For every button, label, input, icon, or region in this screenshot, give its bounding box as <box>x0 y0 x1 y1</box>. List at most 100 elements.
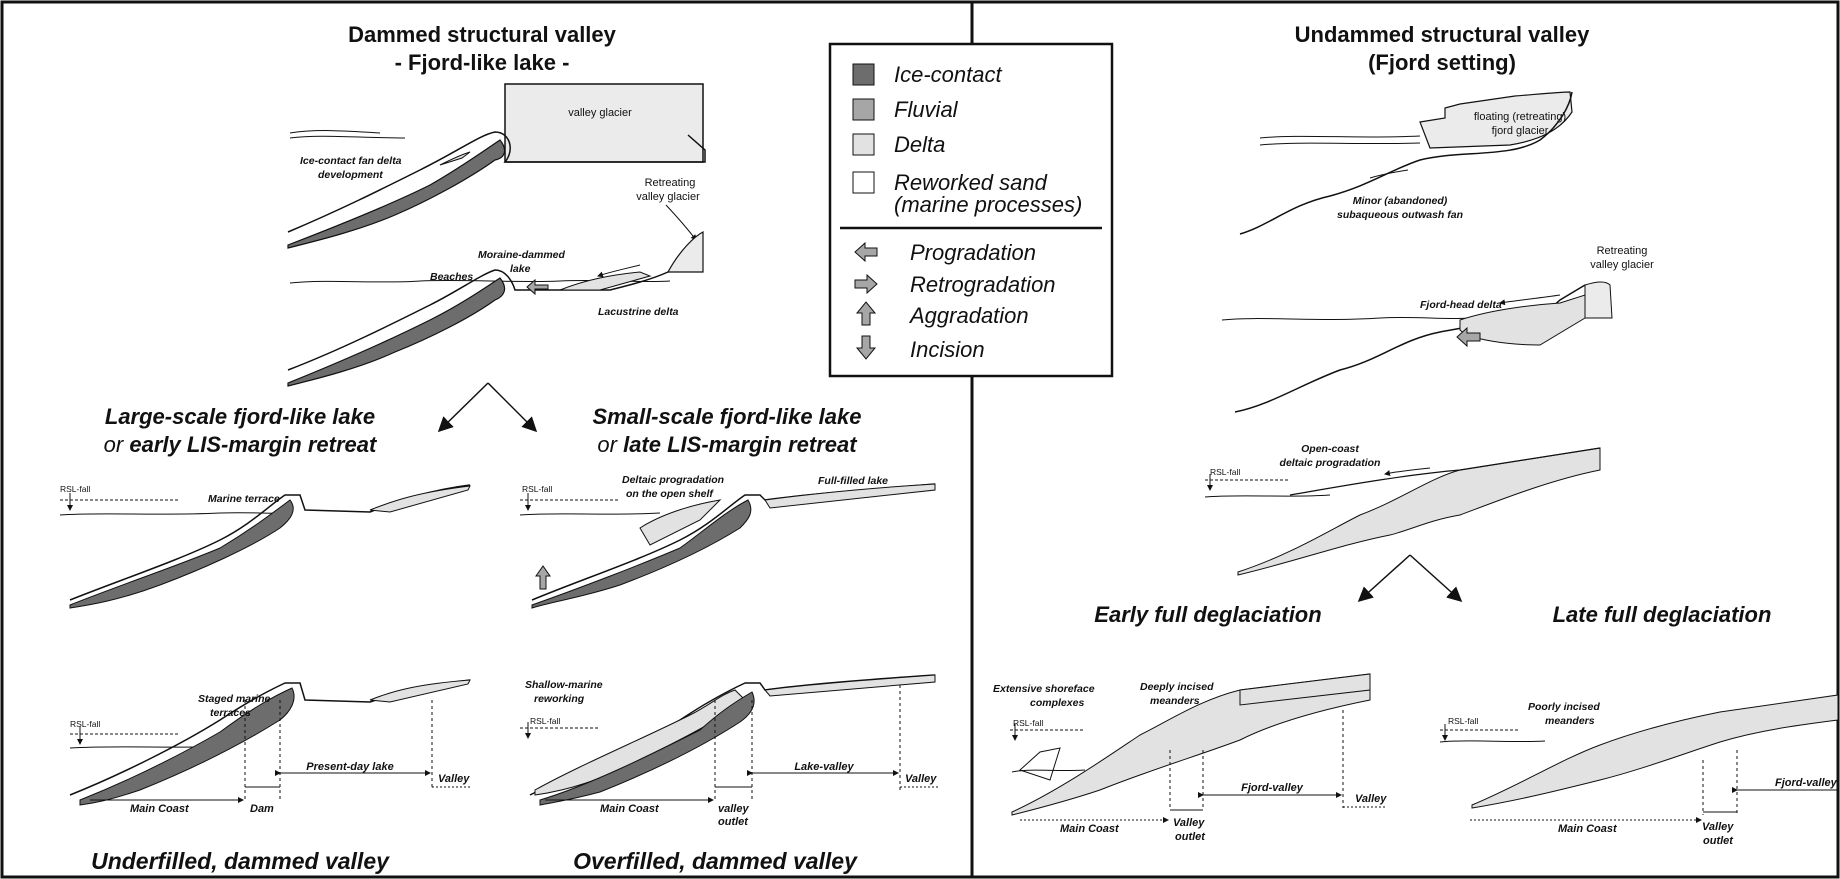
retreating-glacier <box>1584 281 1613 319</box>
label-deeply-1: Deeply incised <box>1140 681 1214 693</box>
legend-ice-contact: Ice-contact <box>894 62 1002 87</box>
legend-aggradation: Aggradation <box>908 303 1029 328</box>
floating-fjord-glacier <box>1419 91 1573 149</box>
branch-left-title-2: or early LIS-margin retreat <box>104 432 378 457</box>
label-open-coast-2: deltaic progradation <box>1280 457 1381 469</box>
label-extensive-2: complexes <box>1030 697 1084 709</box>
label-moraine-1: Moraine-dammed <box>478 249 566 261</box>
label-main-coast-f: Main Coast <box>1558 823 1618 835</box>
label-rsl-fall-e: RSL-fall <box>1013 718 1043 728</box>
right-title-line1: Undammed structural valley <box>1295 22 1590 47</box>
label-rsl-fall-r: RSL-fall <box>1210 467 1240 477</box>
legend-swatch-delta <box>852 133 875 156</box>
label-staged-1: Staged marine <box>198 693 271 705</box>
retrogradation-arrow-icon <box>854 273 878 295</box>
label-rsl-fall-b: RSL-fall <box>70 719 100 729</box>
label-beaches: Beaches <box>430 271 473 283</box>
label-extensive-1: Extensive shoreface <box>993 683 1095 695</box>
fjord-branch-arrow-right <box>1409 554 1463 603</box>
label-main-coast-right: Main Coast <box>600 803 660 815</box>
label-fjord-valley-e: Fjord-valley <box>1241 782 1304 794</box>
label-valley-outlet-1: Valley <box>1173 817 1205 829</box>
label-deeply-2: meanders <box>1150 695 1200 707</box>
label-ice-contact-fan-1: Ice-contact fan delta <box>300 155 402 167</box>
branch-left-title-1: Large-scale fjord-like lake <box>105 404 375 429</box>
label-shallow-1: Shallow-marine <box>525 679 603 691</box>
label-valley-right: Valley <box>905 773 937 785</box>
label-rsl-fall-d: RSL-fall <box>530 716 560 726</box>
label-rsl-fall-f: RSL-fall <box>1448 716 1478 726</box>
branch-right-title-2: or late LIS-margin retreat <box>597 432 858 457</box>
right-branch-profile-b: RSL-fall Shallow-marine reworking Lake-v… <box>520 674 940 828</box>
label-valley-outlet-4: outlet <box>1703 835 1734 847</box>
label-full-filled: Full-filled lake <box>818 475 888 487</box>
valley-glacier <box>504 83 704 163</box>
label-fjord-head-delta: Fjord-head delta <box>1420 299 1502 311</box>
label-present-day-lake: Present-day lake <box>306 761 393 773</box>
legend-reworked-2: (marine processes) <box>894 192 1082 217</box>
fjord-profile-2: Retreating valley glacier Fjord-head del… <box>1221 245 1654 413</box>
label-outlet-1: valley <box>718 803 749 815</box>
left-profile-2: Moraine-dammed lake Beaches Lacustrine d… <box>287 231 704 387</box>
label-lacustrine-delta: Lacustrine delta <box>598 306 679 318</box>
fjord-profile-1: floating (retreating) fjord glacier Mino… <box>1239 91 1573 235</box>
label-valley-e: Valley <box>1355 793 1387 805</box>
label-fjord-valley-f: Fjord-valley <box>1775 777 1838 789</box>
left-title-line2: - Fjord-like lake - <box>395 50 570 75</box>
legend-incision: Incision <box>910 337 985 362</box>
label-retreating-2: valley glacier <box>636 191 700 203</box>
fjord-late-profile: RSL-fall Poorly incised meanders Fjord-v… <box>1439 694 1839 847</box>
label-retreating-r-1: Retreating <box>1597 245 1648 257</box>
label-poorly-1: Poorly incised <box>1528 701 1600 713</box>
progradation-arrow-icon <box>854 241 878 263</box>
legend-swatch-fluvial <box>852 98 875 121</box>
branch-right-title-1: Small-scale fjord-like lake <box>592 404 861 429</box>
label-rsl-fall-c: RSL-fall <box>522 484 552 494</box>
legend-swatch-ice-contact <box>852 63 875 86</box>
label-shallow-2: reworking <box>534 693 585 705</box>
left-profile-1: Ice-contact fan delta development valley… <box>287 83 706 249</box>
label-retreating-r-2: valley glacier <box>1590 259 1654 271</box>
branch-arrow-left <box>437 382 489 433</box>
left-branch-profile-b: RSL-fall Staged marine terraces Present-… <box>69 679 471 815</box>
label-poorly-2: meanders <box>1545 715 1595 727</box>
label-valley-outlet-3: Valley <box>1702 821 1734 833</box>
right-title-line2: (Fjord setting) <box>1368 50 1516 75</box>
legend-box <box>828 42 1114 378</box>
label-rsl-fall-a: RSL-fall <box>60 484 90 494</box>
left-bottom-label: Underfilled, dammed valley <box>91 848 390 874</box>
left-title-line1: Dammed structural valley <box>348 22 617 47</box>
label-deltaic-2: on the open shelf <box>626 488 714 500</box>
fjord-early-profile: RSL-fall Extensive shoreface complexes D… <box>993 673 1387 843</box>
label-retreating-1: Retreating <box>645 177 696 189</box>
fjord-branch-arrow-left <box>1357 554 1411 603</box>
label-outlet-2: outlet <box>718 816 749 828</box>
right-bottom-label: Overfilled, dammed valley <box>573 848 858 874</box>
label-minor-2: subaqueous outwash fan <box>1337 209 1463 221</box>
label-valley-glacier: valley glacier <box>568 107 632 119</box>
label-main-coast-left: Main Coast <box>130 803 190 815</box>
legend-fluvial: Fluvial <box>894 97 959 122</box>
right-branch-profile-a: RSL-fall Deltaic progradation on the ope… <box>519 474 936 609</box>
label-valley-left: Valley <box>438 773 470 785</box>
label-deltaic-1: Deltaic progradation <box>622 474 724 486</box>
branch-arrow-right <box>487 382 538 433</box>
legend: Ice-contact Fluvial Delta Reworked sand … <box>828 42 1114 378</box>
fjord-profile-3: RSL-fall Open-coast deltaic progradation <box>1204 443 1601 576</box>
label-ice-contact-fan-2: development <box>318 169 383 181</box>
label-main-coast-e: Main Coast <box>1060 823 1120 835</box>
legend-retrogradation: Retrogradation <box>910 272 1056 297</box>
legend-delta: Delta <box>894 132 945 157</box>
label-moraine-2: lake <box>510 263 531 275</box>
left-branch-profile-a: RSL-fall Marine terrace <box>59 484 471 609</box>
legend-swatch-reworked <box>852 171 875 194</box>
legend-reworked-1: Reworked sand <box>894 170 1048 195</box>
label-open-coast-1: Open-coast <box>1301 443 1359 455</box>
label-marine-terrace: Marine terrace <box>208 493 280 505</box>
label-floating-2: fjord glacier <box>1492 125 1549 137</box>
label-dam: Dam <box>250 803 274 815</box>
label-minor-1: Minor (abandoned) <box>1353 195 1448 207</box>
label-lake-valley: Lake-valley <box>794 761 854 773</box>
